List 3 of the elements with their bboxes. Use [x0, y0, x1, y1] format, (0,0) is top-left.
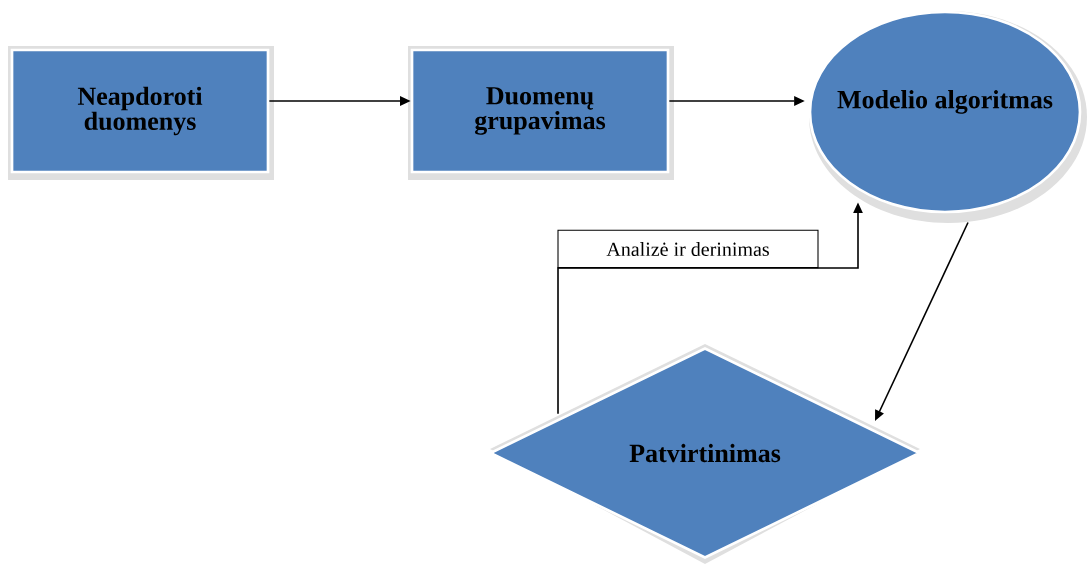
edge-label: Analizė ir derinimas — [557, 229, 819, 269]
process-box: Duomenų grupavimas — [408, 46, 674, 180]
process-box: Neapdoroti duomenys — [8, 46, 274, 180]
